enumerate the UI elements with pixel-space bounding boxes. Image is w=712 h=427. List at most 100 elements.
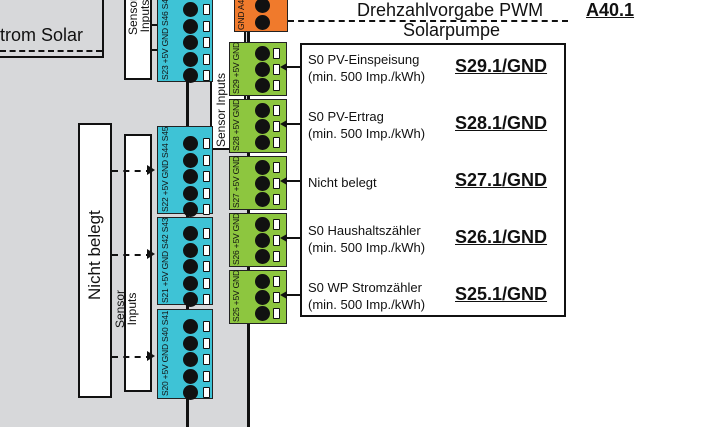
sensor-inputs-label-mid: Sensor Inputs — [113, 289, 139, 329]
terminal-slot — [273, 80, 280, 91]
pin-label: S25 +5V GND — [231, 270, 241, 322]
sensor-inputs-label-top: Sensor Inputs — [126, 0, 152, 36]
terminal-hole — [183, 51, 198, 67]
terminal-hole — [183, 275, 198, 291]
terminal-hole — [255, 135, 270, 150]
terminal-slot — [273, 178, 280, 189]
terminal-slot — [273, 292, 280, 303]
pin-label: GND A40 — [236, 0, 246, 30]
pin-label: S23 +5V GND S46 S47 — [160, 0, 170, 80]
terminal-hole — [255, 192, 270, 207]
nicht-belegt-box — [78, 123, 112, 398]
terminal-slot — [203, 277, 210, 289]
terminal-hole — [183, 136, 198, 151]
terminal-slot — [203, 187, 210, 199]
terminal-hole — [255, 176, 270, 191]
description-line: (min. 500 Imp./kWh) — [308, 126, 426, 141]
arrow-head-icon — [280, 234, 287, 242]
terminal-hole — [255, 249, 270, 264]
pwm-code: A40.1 — [586, 0, 635, 20]
terminal-slot — [273, 308, 280, 319]
pwm-dashed-line — [288, 20, 568, 22]
terminal-slot — [273, 194, 280, 205]
terminal-hole — [255, 103, 270, 118]
description-line: S0 PV-Einspeisung — [308, 52, 420, 67]
description-line: (min. 500 Imp./kWh) — [308, 69, 426, 84]
arrow-head-icon — [280, 291, 287, 299]
description-line: (min. 500 Imp./kWh) — [308, 240, 426, 255]
arrow-head-icon — [147, 351, 155, 361]
terminal-slot — [203, 37, 210, 48]
terminal-hole — [255, 160, 270, 175]
pin-label: S26 +5V GND — [231, 213, 241, 265]
description-line: S0 PV-Ertrag — [308, 109, 384, 124]
description-line: S0 WP Stromzähler — [308, 280, 422, 295]
sensor-description: S0 PV-Ertrag (min. 500 Imp./kWh) — [308, 108, 425, 142]
terminal-hole — [183, 319, 198, 334]
sensor-inputs-box-top — [124, 0, 152, 80]
description-line: S0 Haushaltszähler — [308, 223, 421, 238]
terminal-hole — [255, 217, 270, 232]
terminal-slot — [273, 219, 280, 230]
terminal-slot — [203, 387, 210, 398]
terminal-hole — [183, 2, 198, 17]
terminal-slot — [203, 138, 210, 149]
terminal-slot — [203, 337, 210, 349]
arrow-head-icon — [280, 177, 287, 185]
terminal-hole — [183, 292, 198, 307]
arrow-head-icon — [280, 120, 287, 128]
terminal-hole — [255, 46, 270, 61]
terminal-hole — [183, 242, 198, 258]
terminal-hole — [183, 352, 198, 367]
terminal-hole — [183, 35, 198, 50]
connector-lead — [286, 66, 300, 68]
sensor-description: S0 PV-Einspeisung (min. 500 Imp./kWh) — [308, 51, 425, 85]
terminal-code: S25.1/GND — [455, 284, 548, 304]
terminal-slot — [203, 261, 210, 272]
terminal-slot — [203, 154, 210, 166]
terminal-code: S28.1/GND — [455, 113, 548, 133]
terminal-hole — [255, 15, 270, 30]
terminal-slot — [203, 20, 210, 32]
terminal-hole — [183, 202, 198, 217]
sensor-description: S0 Haushaltszähler (min. 500 Imp./kWh) — [308, 222, 425, 256]
terminal-hole — [183, 259, 198, 274]
terminal-slot — [203, 70, 210, 81]
terminal-code: S29.1/GND — [455, 56, 548, 76]
terminal-slot — [203, 321, 210, 332]
terminal-hole — [183, 385, 198, 400]
pin-label: S27 +5V GND — [231, 156, 241, 208]
terminal-slot — [273, 162, 280, 173]
terminal-hole — [183, 152, 198, 168]
terminal-hole — [255, 0, 270, 13]
pin-label: S29 +5V GND — [231, 42, 241, 94]
terminal-hole — [255, 306, 270, 321]
terminal-hole — [183, 18, 198, 34]
terminal-hole — [255, 274, 270, 289]
sensor-arrow-5 — [112, 356, 152, 358]
s0-info-box — [300, 43, 566, 317]
terminal-code: S26.1/GND — [455, 227, 548, 247]
terminal-hole — [183, 169, 198, 184]
arrow-head-icon — [280, 63, 287, 71]
terminal-hole — [183, 68, 198, 83]
arrow-head-icon — [147, 249, 155, 259]
sensor-arrow-3 — [112, 170, 152, 172]
sensor-description: Nicht belegt — [308, 175, 377, 190]
sensor-inputs-label-right: Sensor Inputs — [214, 72, 228, 148]
terminal-hole — [183, 226, 198, 241]
connector-lead — [286, 237, 300, 239]
pin-label: S20 +5V GND S40 S41 — [160, 310, 170, 396]
solar-label: trom Solar — [0, 25, 84, 45]
terminal-hole — [255, 78, 270, 93]
terminal-slot — [203, 204, 210, 215]
terminal-hole — [255, 233, 270, 248]
sensor-description: S0 WP Stromzähler (min. 500 Imp./kWh) — [308, 279, 425, 313]
terminal-slot — [203, 354, 210, 365]
connector-lead — [286, 294, 300, 296]
terminal-slot — [273, 251, 280, 262]
terminal-hole — [183, 185, 198, 201]
connector-lead — [286, 180, 300, 182]
description-line: (min. 500 Imp./kWh) — [308, 297, 426, 312]
terminal-slot — [203, 244, 210, 256]
